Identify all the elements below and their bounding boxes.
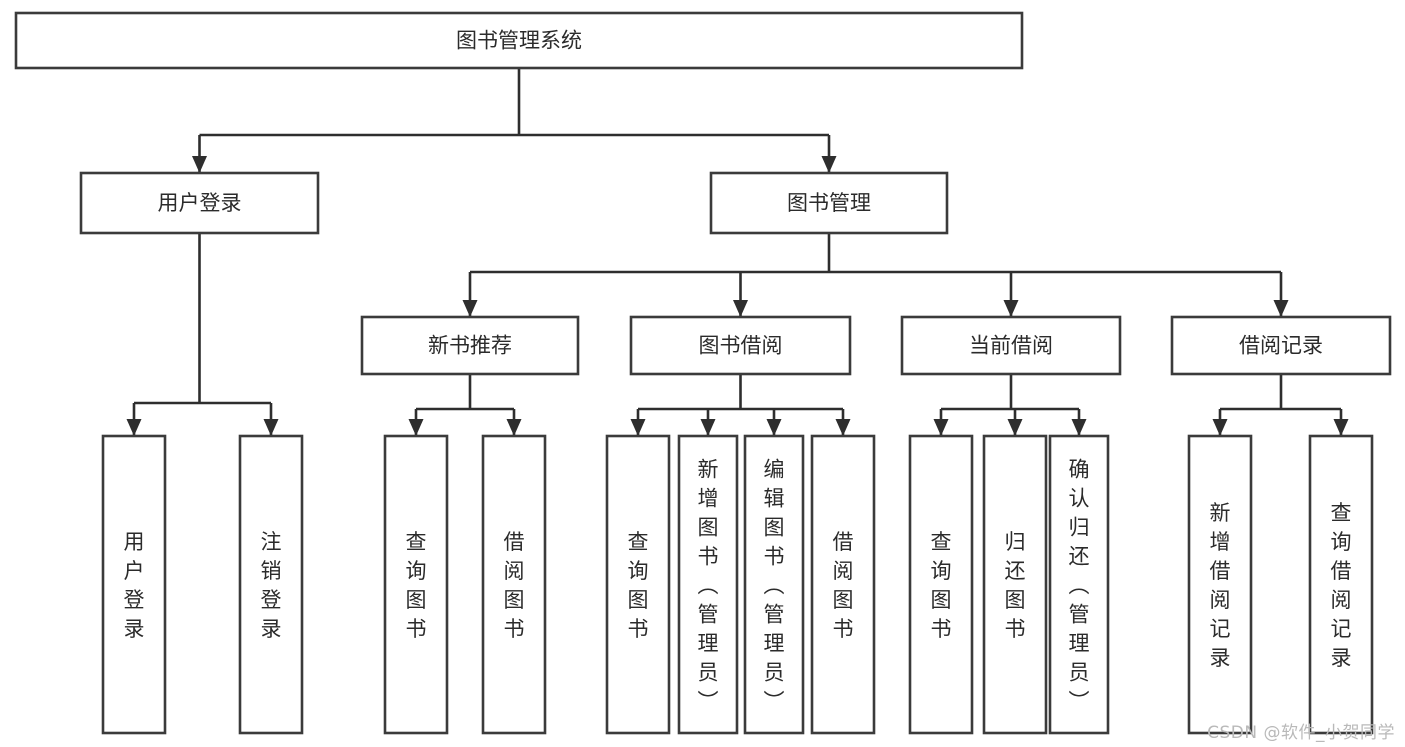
node-box-leaf_borrow_book_rec [481, 434, 547, 735]
node-leaf_confirm_return[interactable]: 确认归还︵管理员︶ [1048, 434, 1110, 735]
node-box-leaf_add_record [1187, 434, 1253, 735]
cb-arrow-0 [933, 419, 949, 436]
node-box-user_login [79, 171, 320, 235]
bb-arrow-1 [700, 419, 716, 436]
node-box-leaf_edit_book [743, 434, 805, 735]
node-label-user_login: 用户登录 [158, 191, 242, 215]
node-box-leaf_query_book_rec [383, 434, 449, 735]
node-label-leaf_add_record: 新增借阅记录 [1210, 501, 1231, 670]
node-label-new_book_rec: 新书推荐 [428, 334, 512, 358]
nbr-arrow-0 [408, 419, 424, 436]
node-box-leaf_user_login [101, 434, 167, 735]
node-label-leaf_user_login: 用户登录 [124, 530, 145, 641]
node-label-leaf_return_book: 归还图书 [1005, 530, 1026, 641]
bb-arrow-2 [766, 419, 782, 436]
node-leaf_user_login[interactable]: 用户登录 [101, 434, 167, 735]
node-label-leaf_query_record: 查询借阅记录 [1331, 501, 1352, 670]
node-box-current_borrow [900, 315, 1122, 376]
node-label-leaf_add_book: 新增图书︵管理员︶ [698, 458, 719, 714]
node-box-leaf_logout [238, 434, 304, 735]
node-book_borrow[interactable]: 图书借阅 [629, 315, 852, 376]
node-label-root: 图书管理系统 [456, 29, 582, 53]
br-arrow-0 [1212, 419, 1228, 436]
bm-to-l2-arrow-1 [733, 300, 748, 317]
bm-to-l2-arrow-0 [462, 300, 478, 317]
node-book_manage[interactable]: 图书管理 [709, 171, 949, 235]
cb-arrow-1 [1007, 419, 1023, 436]
node-label-book_borrow: 图书借阅 [699, 334, 783, 358]
node-box-borrow_record [1170, 315, 1392, 376]
node-current_borrow[interactable]: 当前借阅 [900, 315, 1122, 376]
node-root[interactable]: 图书管理系统 [14, 11, 1024, 70]
node-label-borrow_record: 借阅记录 [1239, 334, 1323, 358]
br-arrow-1 [1333, 419, 1349, 436]
node-label-book_manage: 图书管理 [787, 191, 871, 215]
node-leaf_logout[interactable]: 注销登录 [238, 434, 304, 735]
node-leaf_query_book_c[interactable]: 查询图书 [908, 434, 974, 735]
node-box-leaf_confirm_return [1048, 434, 1110, 735]
node-box-leaf_query_record [1308, 434, 1374, 735]
node-box-leaf_query_book_c [908, 434, 974, 735]
node-leaf_query_book_b[interactable]: 查询图书 [605, 434, 671, 735]
node-label-leaf_query_book_rec: 查询图书 [406, 530, 427, 641]
node-box-leaf_return_book [982, 434, 1048, 735]
node-label-current_borrow: 当前借阅 [969, 334, 1053, 358]
node-label-leaf_confirm_return: 确认归还︵管理员︶ [1069, 458, 1090, 714]
node-box-leaf_query_book_b [605, 434, 671, 735]
node-box-book_manage [709, 171, 949, 235]
watermark-text: CSDN @软件_小贺同学 [1207, 723, 1395, 743]
node-label-leaf_borrow_book_rec: 借阅图书 [504, 530, 525, 641]
node-user_login[interactable]: 用户登录 [79, 171, 320, 235]
node-label-leaf_borrow_book_b: 借阅图书 [833, 530, 854, 641]
bb-arrow-0 [630, 419, 646, 436]
node-box-new_book_rec [360, 315, 580, 376]
node-leaf_add_book[interactable]: 新增图书︵管理员︶ [677, 434, 739, 735]
node-box-leaf_borrow_book_b [810, 434, 876, 735]
nbr-arrow-1 [506, 419, 522, 436]
node-borrow_record[interactable]: 借阅记录 [1170, 315, 1392, 376]
node-box-root [14, 11, 1024, 70]
root-to-l1-arrow-1 [821, 156, 837, 173]
ul-arrow-1 [263, 419, 279, 436]
ul-arrow-0 [126, 419, 142, 436]
cb-arrow-2 [1071, 419, 1087, 436]
node-leaf_query_book_rec[interactable]: 查询图书 [383, 434, 449, 735]
node-leaf_add_record[interactable]: 新增借阅记录 [1187, 434, 1253, 735]
node-leaf_return_book[interactable]: 归还图书 [982, 434, 1048, 735]
node-label-leaf_query_book_c: 查询图书 [931, 530, 952, 641]
node-leaf_borrow_book_b[interactable]: 借阅图书 [810, 434, 876, 735]
node-label-leaf_query_book_b: 查询图书 [628, 530, 649, 641]
node-new_book_rec[interactable]: 新书推荐 [360, 315, 580, 376]
node-leaf_borrow_book_rec[interactable]: 借阅图书 [481, 434, 547, 735]
nodes-layer: 图书管理系统用户登录图书管理新书推荐图书借阅当前借阅借阅记录用户登录注销登录查询… [14, 11, 1392, 735]
node-box-leaf_add_book [677, 434, 739, 735]
node-label-leaf_logout: 注销登录 [261, 530, 282, 641]
node-leaf_query_record[interactable]: 查询借阅记录 [1308, 434, 1374, 735]
node-leaf_edit_book[interactable]: 编辑图书︵管理员︶ [743, 434, 805, 735]
node-box-book_borrow [629, 315, 852, 376]
node-label-leaf_edit_book: 编辑图书︵管理员︶ [764, 458, 785, 714]
bm-to-l2-arrow-2 [1003, 300, 1019, 317]
edges-layer [126, 68, 1349, 436]
bm-to-l2-arrow-3 [1273, 300, 1289, 317]
root-to-l1-arrow-0 [192, 156, 207, 173]
bb-arrow-3 [835, 419, 851, 436]
